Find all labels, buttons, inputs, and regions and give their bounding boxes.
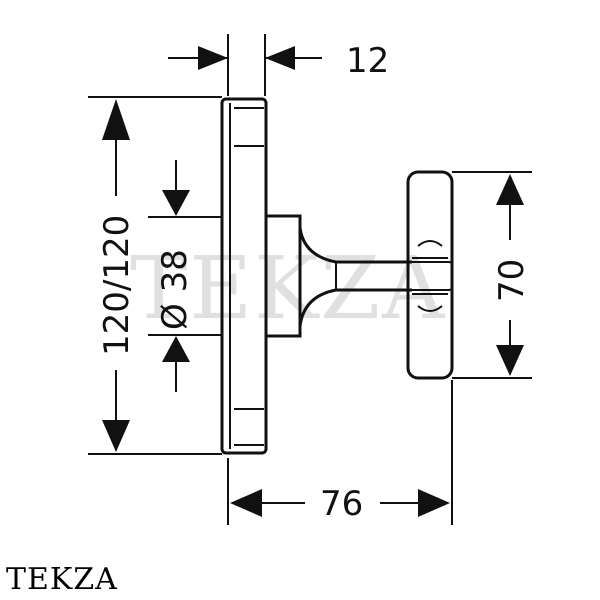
dimension-arrows <box>102 46 524 517</box>
dim-label-12: 12 <box>346 41 389 81</box>
hub <box>266 214 302 338</box>
handle-clip <box>407 261 453 291</box>
brand-label: TEKZA <box>6 562 118 597</box>
dim-label-diameter-38: Ø 38 <box>155 249 195 330</box>
dim-label-120-120: 120/120 <box>97 215 137 356</box>
dim-label-70: 70 <box>492 259 532 302</box>
stem-neck <box>298 227 412 264</box>
cover-plate <box>220 97 268 455</box>
dim-label-76: 76 <box>320 484 363 524</box>
